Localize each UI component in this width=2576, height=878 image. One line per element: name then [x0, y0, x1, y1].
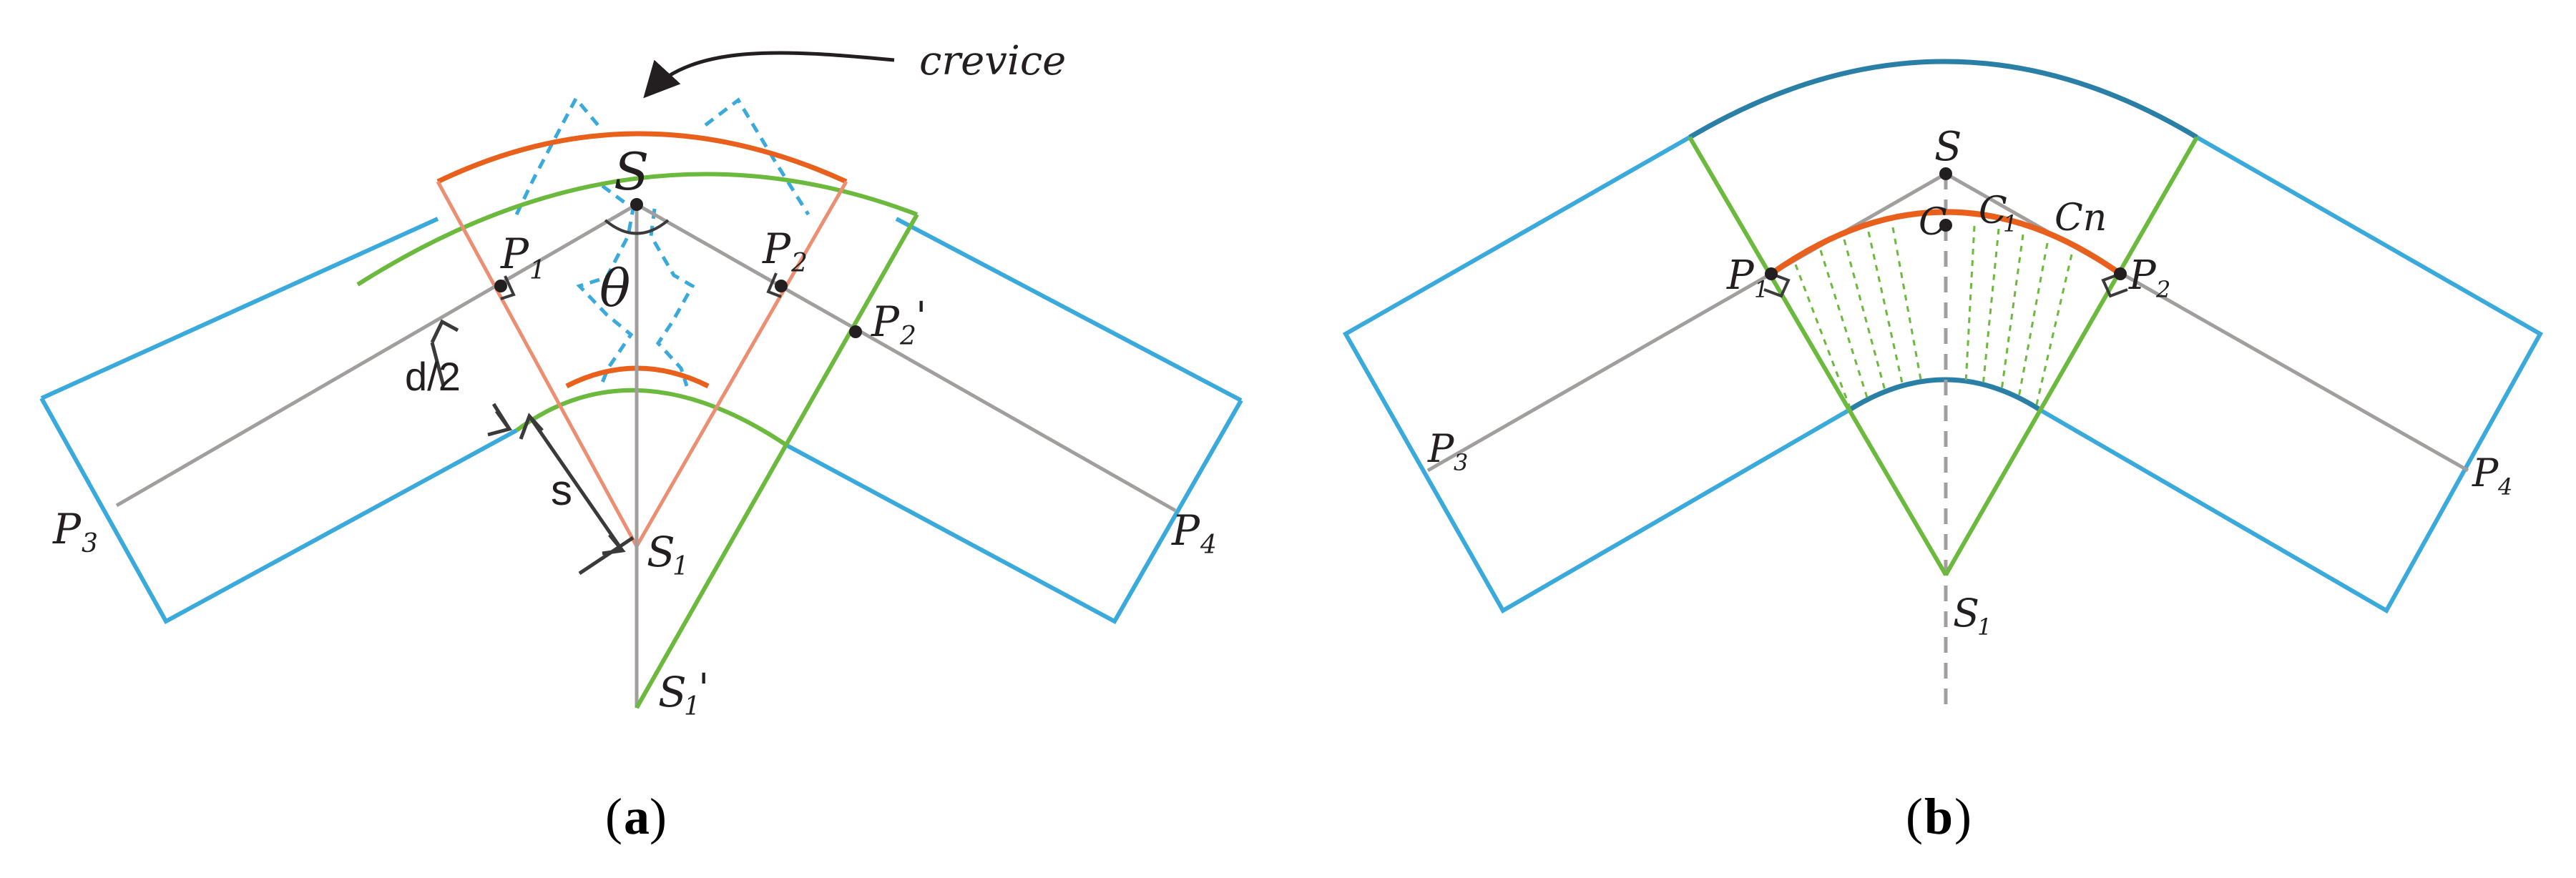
pipe-right-b [2039, 135, 2544, 614]
arc-orange-b [1769, 209, 2122, 277]
label-P2prime-sub-a: 2 [899, 322, 916, 351]
label-P1-sub-b: 1 [1754, 276, 1768, 303]
label-S1-b: S [1953, 591, 1979, 636]
crevice-label: crevice [919, 38, 1066, 84]
radial-right-salmon [635, 180, 848, 548]
caption-a-close: ) [650, 788, 667, 845]
point-P2-b [2114, 267, 2127, 280]
label-P2-a: P [762, 225, 791, 273]
label-C-b: C [1919, 201, 1947, 244]
label-S1prime-sub-a: 1 [684, 692, 700, 721]
label-theta: θ [599, 258, 630, 318]
panel-a: crevice S P 1 P 2 P 2 ' θ d/2 s P 3 P 4 … [39, 38, 1243, 845]
caption-b-letter: b [1924, 788, 1953, 845]
label-P1-b: P [1726, 252, 1755, 299]
label-C1-sub-b: 1 [2003, 210, 2017, 237]
label-Cn-b: Cn [2055, 197, 2107, 240]
label-P1-a: P [500, 230, 529, 278]
label-P2prime-mark-a: ' [916, 294, 926, 340]
label-d2: d/2 [405, 354, 461, 399]
label-P4-sub-b: 4 [2497, 473, 2512, 500]
pipe-left-b [1342, 135, 1850, 614]
label-P3-b: P [1427, 426, 1455, 471]
pipe-end-left-a [39, 397, 518, 625]
point-S-b [1939, 167, 1952, 180]
centerline-a [115, 202, 1177, 513]
right-angle-p1-a [500, 275, 516, 300]
right-angle-p1-b [1763, 272, 1791, 298]
caption-a-open: ( [605, 788, 622, 845]
label-s: s [551, 466, 572, 514]
pipe-outer-right-a [895, 217, 1243, 403]
dimension-arrows [430, 319, 635, 576]
outer-arc-b [1688, 59, 2198, 140]
radial-right-green-b [1944, 136, 2199, 576]
theta-arc [604, 219, 670, 235]
label-S1prime-a: S [658, 668, 687, 716]
label-S1-sub-b: 1 [1977, 613, 1992, 641]
label-P2-b: P [2128, 252, 2157, 299]
label-P4-sub-a: 4 [1200, 531, 1217, 560]
label-P4-a: P [1171, 506, 1200, 555]
right-angle-p2-a [766, 272, 782, 298]
label-P2-sub-a: 2 [790, 249, 808, 278]
inner-arc-green-a [515, 388, 788, 448]
label-P3-a: P [52, 505, 82, 553]
panel-b: S C C 1 Cn P 1 P 2 P 3 P 4 S 1 ( b ) [1342, 59, 2544, 845]
label-S1prime-mark-a: ' [698, 666, 709, 712]
point-C-b [1939, 219, 1952, 232]
point-S-a [630, 198, 643, 211]
point-P2-a [775, 280, 788, 292]
outer-arc-green-a [356, 172, 919, 287]
label-S1-a: S [647, 528, 675, 576]
radial-right-green [635, 213, 919, 709]
label-P2-sub-b: 2 [2155, 276, 2170, 303]
point-P1-b [1765, 267, 1778, 280]
label-P4-b: P [2472, 450, 2499, 495]
pipe-outer-left-a [40, 217, 439, 400]
label-P3-sub-b: 3 [1454, 449, 1468, 476]
label-P1-sub-a: 1 [529, 256, 546, 285]
crevice-arrow [643, 51, 895, 99]
label-P2prime-a: P [871, 297, 900, 346]
radial-left-salmon [436, 180, 639, 548]
label-S1-sub-a: 1 [672, 552, 689, 581]
point-P2prime-a [849, 325, 862, 338]
label-S-a: S [614, 142, 649, 202]
centerline-b [1426, 172, 2469, 473]
label-S-b: S [1934, 124, 1962, 170]
crevice-outline [514, 95, 810, 387]
radial-left-green-b [1688, 136, 1948, 576]
radial-fan-b [1794, 225, 2073, 408]
pipe-end-right-a [785, 399, 1243, 625]
label-P3-sub-a: 3 [82, 529, 98, 558]
caption-a-letter: a [624, 788, 650, 845]
point-P1-a [494, 280, 507, 292]
caption-b-open: ( [1906, 788, 1923, 845]
caption-b-close: ) [1954, 788, 1972, 845]
right-angle-p2-b [2101, 272, 2128, 298]
label-C1-b: C [1979, 189, 2007, 232]
outer-arc-orange-a [436, 131, 848, 184]
